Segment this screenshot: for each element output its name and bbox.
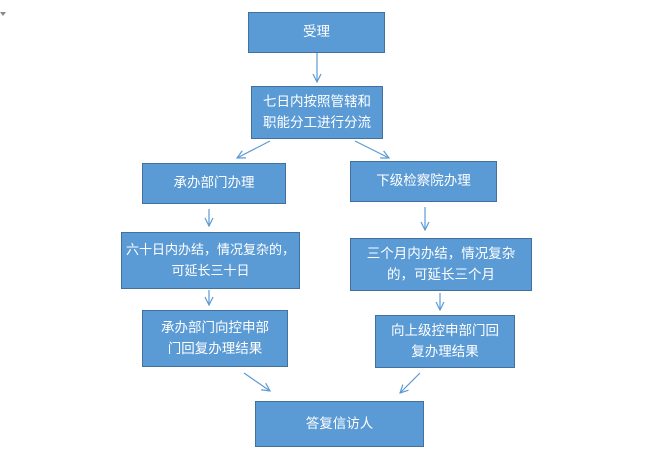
node-sixty-days-line1: 六十日内办结，情况复杂的， [125, 242, 295, 258]
node-lower-procuratorate-label: 下级检察院办理 [376, 173, 471, 189]
arrow-assign-to-lower [354, 140, 389, 158]
node-three-months-line2: 的，可延长三个月 [387, 266, 495, 283]
node-lower-procuratorate: 下级检察院办理 [350, 161, 497, 202]
node-host-dept-label: 承办部门办理 [173, 175, 255, 191]
node-final-reply-label: 答复信访人 [305, 415, 374, 432]
node-assign-line2: 职能分工进行分流 [263, 114, 371, 131]
node-lower-reply-line1: 向上级控申部门回 [391, 322, 499, 339]
node-lower-reply: 向上级控申部门回 复办理结果 [375, 315, 515, 368]
node-host-reply-line2: 门回复办理结果 [167, 340, 263, 357]
node-assign: 七日内按照管辖和 职能分工进行分流 [251, 86, 383, 139]
node-accept: 受理 [248, 12, 385, 53]
node-sixty-days-line2: 可延长三十日 [171, 263, 250, 279]
node-assign-line1: 七日内按照管辖和 [263, 93, 371, 110]
corner-mark [0, 12, 6, 16]
node-host-reply: 承办部门向控申部 门回复办理结果 [142, 310, 288, 367]
node-host-dept: 承办部门办理 [142, 163, 286, 204]
arrow-lowerreply-to-final [400, 372, 421, 393]
node-three-months-line1: 三个月内办结，情况复杂 [366, 245, 516, 262]
node-three-months: 三个月内办结，情况复杂 的，可延长三个月 [350, 238, 532, 291]
node-lower-reply-line2: 复办理结果 [411, 343, 479, 360]
node-host-reply-line1: 承办部门向控申部 [161, 319, 269, 336]
node-sixty-days: 六十日内办结，情况复杂的， 可延长三十日 [121, 232, 300, 289]
arrow-hostreply-to-final [243, 372, 270, 391]
node-final-reply: 答复信访人 [255, 401, 424, 447]
node-accept-label: 受理 [303, 24, 330, 40]
arrow-assign-to-host [237, 140, 271, 158]
